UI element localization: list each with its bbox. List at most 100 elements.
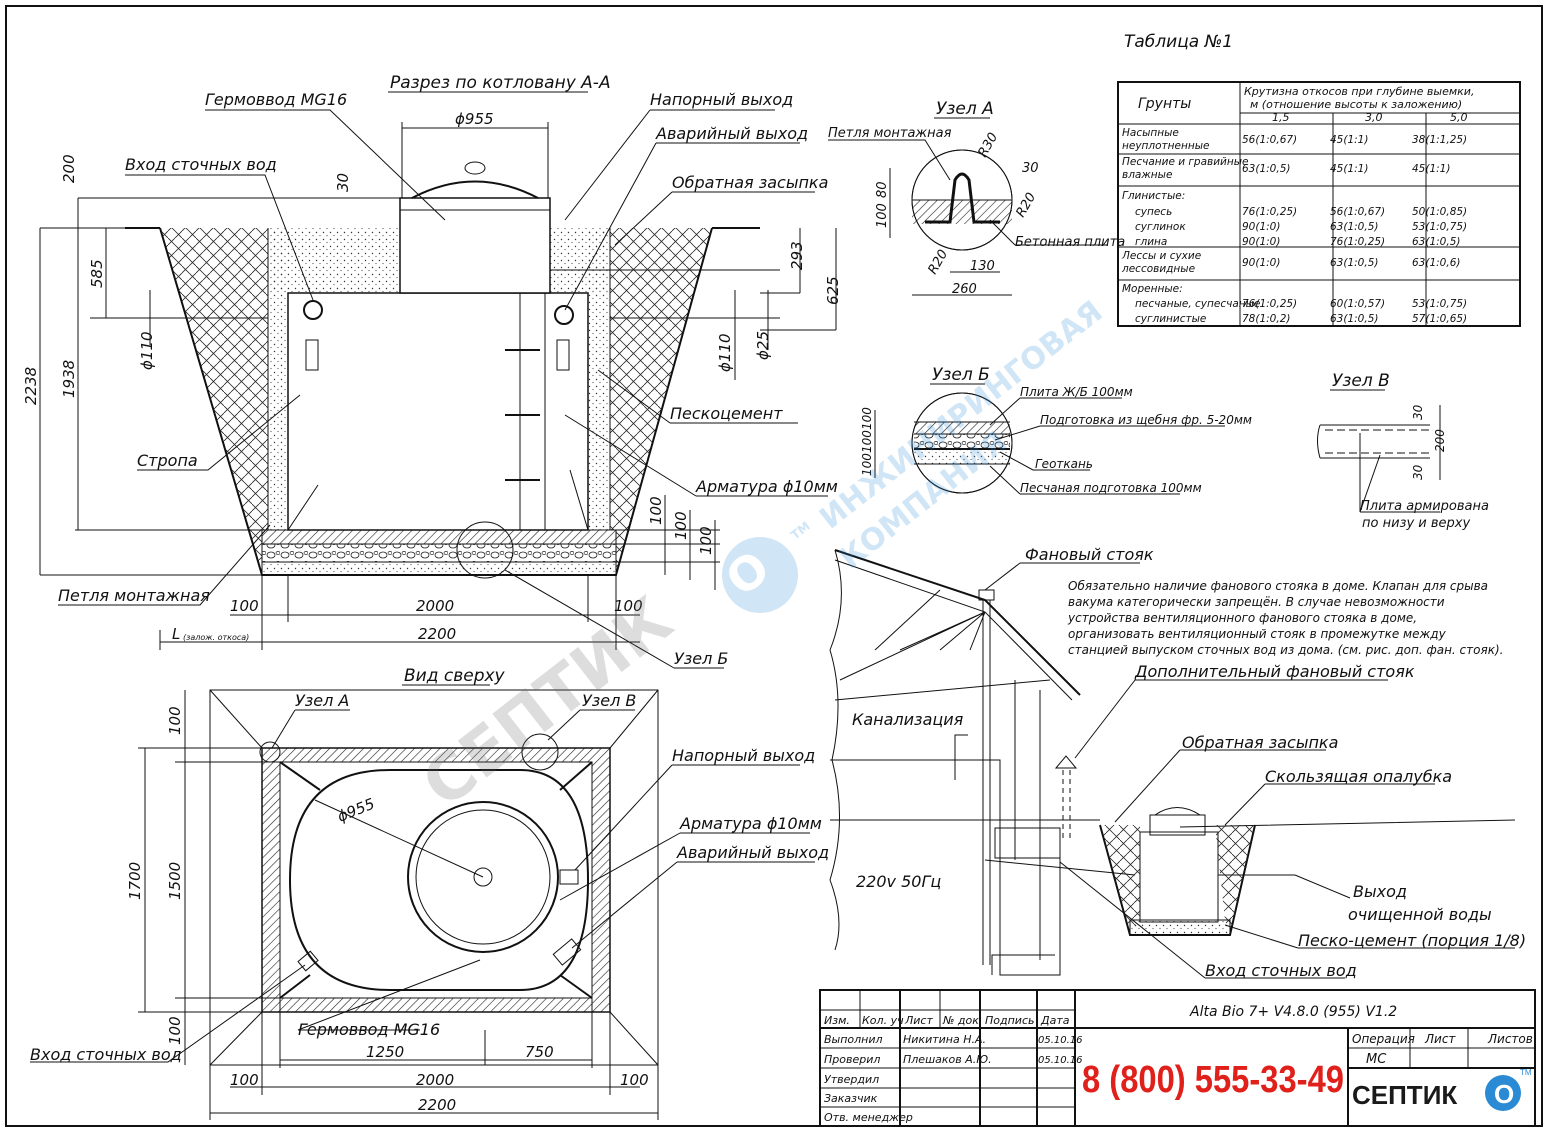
- table-cell-6-1: 63(1:0,5): [1330, 257, 1378, 269]
- dim-d100c: 100: [697, 526, 715, 555]
- stamp-logo-tm: TM: [1520, 1068, 1532, 1077]
- table-cell-1-1: 45(1:1): [1330, 163, 1368, 175]
- top-dim-w750: 750: [525, 1043, 554, 1061]
- dim-d25: ϕ25: [754, 331, 772, 360]
- table-col-header2: м (отношение высоты к заложению): [1250, 98, 1462, 111]
- top-label-pressure-out: Напорный выход: [672, 746, 815, 765]
- table-cell-9-1: 63(1:0,5): [1330, 313, 1378, 325]
- table-cell-5-0: 90(1:0): [1242, 236, 1280, 248]
- table-row-name-3: супесь: [1135, 206, 1172, 218]
- stamp-col-2: Лист: [904, 1014, 933, 1027]
- stamp-date-1: 05.10.16: [1038, 1055, 1083, 1066]
- table-cell-4-0: 90(1:0): [1242, 221, 1280, 233]
- table-cell-1-2: 45(1:1): [1412, 163, 1450, 175]
- node-v-label-plate: Плита армирована: [1360, 499, 1489, 514]
- dim-d110-left: ϕ110: [138, 331, 156, 370]
- dim-d293: 293: [788, 241, 806, 270]
- stamp-date-0: 05.10.16: [1038, 1035, 1083, 1046]
- node-a-dim-d80: 80: [875, 181, 890, 198]
- stamp-logo-o: О: [1494, 1079, 1514, 1109]
- stamp-sheet: Лист: [1424, 1032, 1456, 1046]
- table-col-soil: Грунты: [1138, 96, 1191, 112]
- scheme-note-2: устройства вентиляционного фанового стоя…: [1067, 611, 1417, 625]
- table-cell-0-1: 45(1:1): [1330, 134, 1368, 146]
- title-block: Alta Bio 7+ V4.8.0 (955) V1.2 Изм. Кол. …: [819, 989, 1536, 1127]
- scheme-label-fan: Фановый стояк: [1025, 545, 1154, 564]
- table-row-name-8: песчаные, супесчаные: [1135, 298, 1260, 310]
- table-row-name2-1: влажные: [1122, 169, 1172, 181]
- dim-slope-note: (залож. откоса): [183, 633, 249, 642]
- table-cell-5-2: 63(1:0,5): [1412, 236, 1460, 248]
- stamp-phone: 8 (800) 555-33-49: [1082, 1059, 1344, 1101]
- table-title: Таблица №1: [1124, 32, 1233, 52]
- node-a-dim-d30: 30: [1022, 161, 1039, 176]
- node-b-dim-b: 100: [860, 430, 874, 453]
- scheme-label-inlet: Вход сточных вод: [1205, 961, 1357, 980]
- table-col-header1: Крутизна откосов при глубине выемки,: [1244, 85, 1474, 98]
- stamp-role-2: Утвердил: [824, 1073, 879, 1086]
- table-cell-0-2: 38(1:1,25): [1412, 134, 1467, 146]
- stamp-role-4: Отв. менеджер: [824, 1111, 913, 1124]
- scheme-label-extra-fan: Дополнительный фановый стояк: [1134, 662, 1415, 681]
- dim-d30: 30: [334, 173, 352, 192]
- node-a: Узел А Петля монтажная Бетонная плита R3…: [828, 99, 1125, 297]
- dim-w2000: 2000: [416, 597, 454, 615]
- node-b: Узел Б 100 100 100 Плита Ж/Б 100мм Подго…: [860, 365, 1252, 495]
- table-depth-1: 3,0: [1365, 111, 1383, 124]
- stamp-logo: СЕПТИК: [1352, 1080, 1457, 1110]
- dim-d100a: 100: [647, 496, 665, 525]
- stamp-role-0: Выполнил: [824, 1033, 883, 1046]
- label-node-b: Узел Б: [674, 649, 728, 668]
- top-label-emergency-out: Аварийный выход: [676, 843, 829, 862]
- dim-w2200: 2200: [418, 625, 456, 643]
- node-a-dim-d100: 100: [875, 203, 890, 228]
- node-a-dim-d130: 130: [970, 259, 995, 274]
- label-inlet: Вход сточных вод: [125, 155, 277, 174]
- stamp-logo-icon: [1485, 1075, 1521, 1111]
- dim-slope-l: L: [172, 625, 180, 643]
- top-view: Вид сверху ϕ955 1700 1500 100 100: [30, 666, 829, 1120]
- table-row-name-0: Насыпные: [1122, 127, 1179, 139]
- top-label-rebar: Арматура ϕ10мм: [679, 814, 822, 833]
- node-b-label-geo: Геоткань: [1035, 457, 1093, 471]
- top-dim-h100-bottom: 100: [166, 1016, 184, 1045]
- node-a-label-loop: Петля монтажная: [828, 126, 952, 141]
- scheme-label-out1: Выход: [1353, 882, 1407, 901]
- node-v-title: Узел В: [1332, 371, 1390, 391]
- top-dim-h1700: 1700: [126, 862, 144, 900]
- top-dim-w100-left: 100: [230, 1071, 259, 1089]
- top-dim-w100-right: 100: [620, 1071, 649, 1089]
- scheme-note-3: организовать вентиляционный стояк в пром…: [1068, 627, 1447, 641]
- table-depth-0: 1,5: [1272, 111, 1290, 124]
- dim-w100-left: 100: [230, 597, 259, 615]
- label-pressure-out: Напорный выход: [650, 90, 793, 109]
- stamp-col-1: Кол. уч: [862, 1014, 904, 1027]
- scheme-note-1: вакума категорически запрещён. В случае …: [1068, 595, 1445, 609]
- stamp-role-1: Проверил: [824, 1053, 880, 1066]
- table-cell-5-1: 76(1:0,25): [1330, 236, 1385, 248]
- node-a-title: Узел А: [936, 99, 994, 119]
- table-cell-3-0: 76(1:0,25): [1242, 206, 1297, 218]
- stamp-col-3: № док: [942, 1014, 979, 1027]
- scheme-label-out2: очищенной воды: [1348, 905, 1492, 924]
- top-label-germo: Гермоввод MG16: [298, 1020, 440, 1039]
- table-row-name-4: суглинок: [1135, 221, 1186, 233]
- table-cell-3-1: 56(1:0,67): [1330, 206, 1385, 218]
- label-rebar: Арматура ϕ10мм: [695, 477, 838, 496]
- top-label-node-v: Узел В: [582, 691, 636, 710]
- watermark-tm: TM: [788, 519, 812, 542]
- table-row-name-5: глина: [1135, 236, 1167, 248]
- table-cell-9-0: 78(1:0,2): [1242, 313, 1290, 325]
- table-cell-8-2: 53(1:0,75): [1412, 298, 1467, 310]
- scheme-label-sewer: Канализация: [852, 710, 964, 729]
- dim-d100b: 100: [672, 511, 690, 540]
- top-label-inlet: Вход сточных вод: [30, 1045, 182, 1064]
- table-cell-4-1: 63(1:0,5): [1330, 221, 1378, 233]
- stamp-name-0: Никитина Н.А.: [903, 1033, 986, 1046]
- top-dim-h1500: 1500: [166, 862, 184, 900]
- node-a-dim-d260: 260: [952, 282, 977, 297]
- top-view-title: Вид сверху: [404, 666, 506, 686]
- table-row-name-9: суглинистые: [1135, 313, 1206, 325]
